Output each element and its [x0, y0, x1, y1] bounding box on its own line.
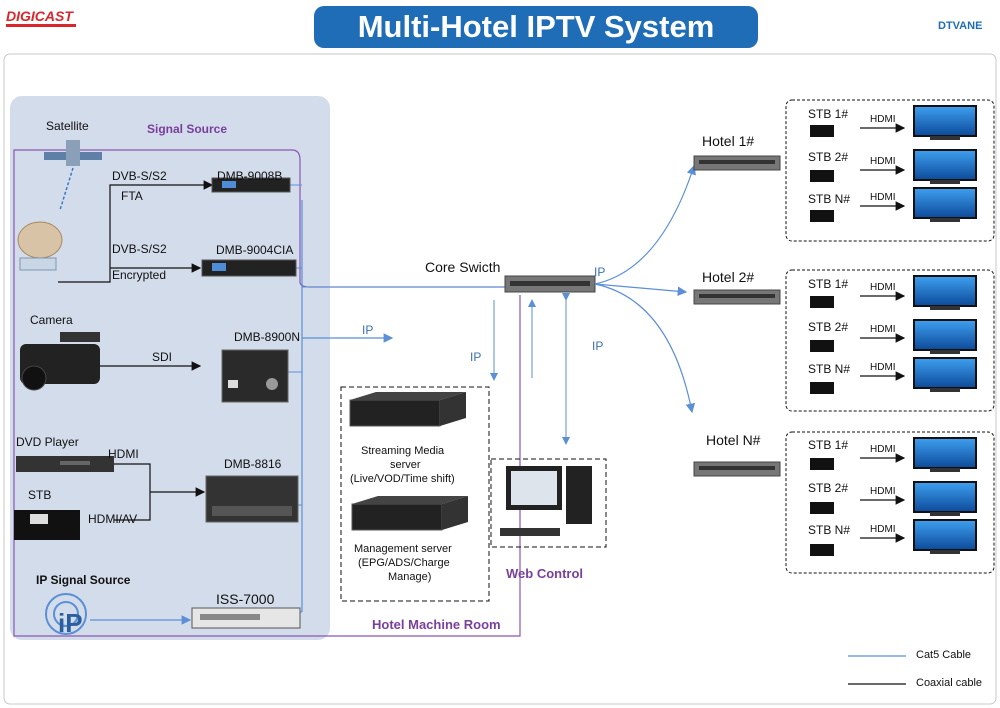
streaming-server-line3: (Live/VOD/Time shift): [350, 473, 455, 485]
ip-server-label: IP: [470, 350, 482, 364]
hotel-1-stb-n-row: [810, 187, 977, 222]
server-room-box: [340, 386, 490, 602]
ip-switch-label: IP: [594, 265, 606, 279]
dvb-fta-link-label: DVB-S/S2: [112, 169, 167, 183]
signal-source-label: Signal Source: [147, 122, 228, 136]
management-server-line3: Manage): [388, 571, 432, 583]
digicast-logo: DIGICAST: [6, 8, 73, 24]
dvb-encrypted-link-label: DVB-S/S2: [112, 242, 167, 256]
hotel-n-switch: [693, 461, 781, 477]
iss-7000-label: ISS-7000: [216, 591, 275, 607]
fta-label: FTA: [121, 189, 143, 203]
dvd-player-label: DVD Player: [16, 435, 79, 449]
outer-frame: [3, 53, 997, 705]
management-server-line1: Management server: [354, 543, 452, 555]
encrypted-label: Encrypted: [112, 268, 167, 282]
dmb-9004cia-label: DMB-9004CIA: [216, 243, 294, 257]
dmb-8900n-device: [221, 349, 289, 403]
hotel-2-stb-1-row: [810, 275, 977, 310]
digicast-logo-underline: [6, 24, 76, 27]
page-title: Multi-Hotel IPTV System: [314, 6, 758, 48]
hotel-n-stb-1-row: [810, 437, 977, 472]
hdmi-dvd-label: HDMI: [108, 447, 139, 461]
hotel-1-hdmi-1: HDMI: [870, 114, 896, 125]
legend-coax-label: Coaxial cable: [916, 677, 983, 689]
hotel-2-box: [785, 269, 995, 412]
web-control-box: [490, 458, 607, 548]
dmb-8816-label: DMB-8816: [224, 457, 282, 471]
hotel-1-stb-1-label: STB 1#: [808, 107, 849, 121]
hotel-n-stb-1-label: STB 1#: [808, 438, 849, 452]
stb-source-icon: [14, 510, 80, 540]
dmb-8900n-label: DMB-8900N: [234, 330, 301, 344]
hotel-1-hdmi-2: HDMI: [870, 156, 896, 167]
ip-web-label: IP: [592, 339, 604, 353]
streaming-server-line1: Streaming Media: [361, 445, 445, 457]
hotel-n-hdmi-n: HDMI: [870, 524, 896, 535]
hotel-machine-room-outline: [13, 295, 521, 637]
core-switch-device: [504, 275, 596, 293]
management-server-device: [351, 496, 468, 531]
hotel-2-stb-2-label: STB 2#: [808, 320, 849, 334]
hotel-1-box: [785, 99, 995, 242]
hotel-1-stb-n-label: STB N#: [808, 192, 851, 206]
hotel-2-switch: [693, 289, 781, 305]
iss-7000-device: [191, 607, 301, 629]
stb-source-label: STB: [28, 488, 52, 502]
hotel-1-switch: [693, 155, 781, 171]
camera-label: Camera: [30, 313, 73, 327]
hotel-1-hdmi-n: HDMI: [870, 192, 896, 203]
satellite-icon: [44, 140, 102, 211]
hotel-n-box: [785, 431, 995, 574]
streaming-server-line2: server: [390, 459, 421, 471]
web-control-label: Web Control: [506, 566, 584, 581]
dmb-9008b-device: [211, 177, 291, 193]
ip-encoder-label: IP: [362, 323, 374, 337]
ip-signal-source-icon: iP: [45, 593, 87, 638]
hotel-n-hdmi-2: HDMI: [870, 486, 896, 497]
streaming-server-device: [349, 392, 466, 427]
dvd-player-icon: [16, 456, 114, 472]
hotel-n-stb-2-row: [810, 481, 977, 516]
dmb-8816-device: [205, 475, 299, 523]
hotel-2-hdmi-1: HDMI: [870, 282, 896, 293]
hotel-2-hdmi-n: HDMI: [870, 362, 896, 373]
dtvane-logo: DTVANE: [938, 20, 983, 32]
dmb-9008b-label: DMB-9008B: [217, 169, 283, 183]
hdmi-av-label: HDMI/AV: [88, 512, 138, 526]
web-control-computer-icon: [500, 466, 592, 536]
hotel-2-stb-n-label: STB N#: [808, 362, 851, 376]
hotel-2-stb-1-label: STB 1#: [808, 277, 849, 291]
hotel-machine-room-label: Hotel Machine Room: [372, 617, 501, 632]
hotel-n-stb-n-row: [810, 519, 977, 556]
management-server-line2: (EPG/ADS/Charge: [358, 557, 450, 569]
hotel-1-stb-1-row: [810, 105, 977, 140]
hotel-n-label: Hotel N#: [706, 432, 761, 448]
svg-text:iP: iP: [58, 608, 83, 638]
hotel-2-label: Hotel 2#: [702, 269, 755, 285]
ip-signal-source-label: IP Signal Source: [36, 573, 131, 587]
hotel-2-stb-2-row: [810, 319, 977, 354]
legend-cat5-label: Cat5 Cable: [916, 649, 972, 661]
hotel-n-stb-2-label: STB 2#: [808, 481, 849, 495]
signal-source-outline: [13, 149, 301, 628]
camera-icon: [20, 332, 100, 391]
satellite-dish-icon: [17, 221, 63, 271]
hotel-n-stb-n-label: STB N#: [808, 523, 851, 537]
sdi-label: SDI: [152, 350, 173, 364]
dmb-9004cia-device: [201, 259, 297, 277]
core-switch-label: Core Swicth: [425, 259, 501, 275]
hotel-2-stb-n-row: [810, 357, 977, 394]
hotel-1-label: Hotel 1#: [702, 133, 755, 149]
hotel-2-hdmi-2: HDMI: [870, 324, 896, 335]
satellite-label: Satellite: [46, 119, 89, 133]
hotel-n-hdmi-1: HDMI: [870, 444, 896, 455]
hotel-1-stb-2-label: STB 2#: [808, 150, 849, 164]
hotel-1-stb-2-row: [810, 149, 977, 184]
